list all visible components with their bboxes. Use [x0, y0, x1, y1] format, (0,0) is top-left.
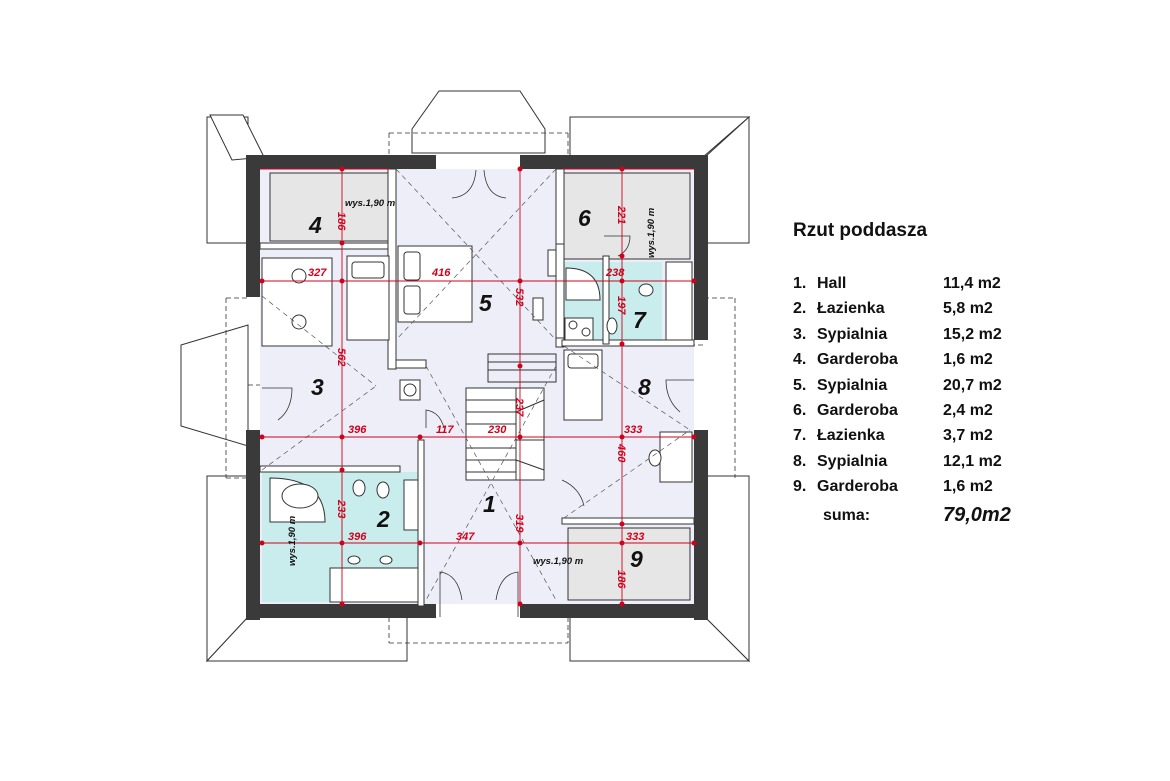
dim-186: 186	[335, 212, 347, 231]
legend-room-name: Sypialnia	[817, 325, 888, 343]
legend-number: 7.	[793, 427, 807, 445]
dim-186-b: 186	[615, 570, 627, 589]
legend-total: suma: 79,0m2	[793, 504, 1093, 530]
legend-number: 6.	[793, 401, 807, 419]
interior-walls	[259, 168, 695, 607]
dim-230: 230	[487, 424, 507, 436]
legend-room-area: 15,2 m2	[943, 325, 1002, 343]
room-number-4: 4	[308, 212, 322, 238]
legend-row: 3. Sypialnia 15,2 m2	[793, 326, 1093, 351]
legend-number: 8.	[793, 452, 807, 470]
dim-562: 562	[335, 348, 347, 366]
dimension-dots	[259, 166, 697, 607]
room-number-8: 8	[638, 374, 651, 400]
dim-333: 333	[624, 424, 642, 436]
dim-327: 327	[308, 267, 327, 279]
total-area: 79,0m2	[943, 503, 1011, 526]
dim-416: 416	[431, 267, 451, 279]
legend-room-area: 2,4 m2	[943, 401, 993, 419]
dim-233: 233	[335, 499, 347, 518]
legend-row: 2. Łazienka 5,8 m2	[793, 300, 1093, 325]
legend-room-area: 12,1 m2	[943, 452, 1002, 470]
roof-outline	[180, 90, 751, 663]
legend-room-area: 3,7 m2	[943, 427, 993, 445]
legend-room-name: Łazienka	[817, 427, 885, 445]
legend-row: 7. Łazienka 3,7 m2	[793, 427, 1093, 452]
legend-room-name: Sypialnia	[817, 376, 888, 394]
legend-room-name: Garderoba	[817, 478, 898, 496]
legend-room-area: 1,6 m2	[943, 351, 993, 369]
dim-237: 237	[513, 397, 525, 417]
dim-221: 221	[615, 205, 627, 224]
dim-396-b: 396	[348, 531, 367, 543]
legend-title: Rzut poddasza	[793, 220, 928, 241]
dim-532: 532	[513, 288, 525, 306]
diagonals	[261, 168, 691, 601]
room-number-6: 6	[578, 205, 591, 231]
exterior-walls	[246, 155, 708, 620]
legend-number: 4.	[793, 351, 807, 369]
room-number-7: 7	[633, 307, 647, 333]
dimension-labels: 327 416 238 396 117 230 333 396 347 333 …	[308, 205, 644, 589]
dim-347: 347	[456, 531, 475, 543]
legend-room-area: 1,6 m2	[943, 478, 993, 496]
furniture	[269, 245, 662, 565]
legend-number: 3.	[793, 325, 807, 343]
room-legend: Rzut poddasza 1. Hall 11,4 m2 2. Łazienk…	[793, 220, 1093, 530]
height-notes: wys.1,90 m wys.1,90 m wys.1,90 m wys.1,9…	[287, 198, 657, 567]
dim-396: 396	[348, 424, 367, 436]
height-note-6: wys.1,90 m	[646, 207, 657, 258]
legend-room-name: Łazienka	[817, 300, 885, 318]
legend-number: 2.	[793, 300, 807, 318]
dim-333-b: 333	[626, 531, 644, 543]
legend-room-name: Sypialnia	[817, 452, 888, 470]
legend-room-name: Garderoba	[817, 351, 898, 369]
dim-460: 460	[615, 443, 627, 463]
legend-room-area: 20,7 m2	[943, 376, 1002, 394]
legend-room-name: Hall	[817, 275, 847, 292]
height-note-4: wys.1,90 m	[345, 198, 396, 209]
doors	[262, 169, 694, 617]
height-note-2: wys.1,90 m	[287, 515, 298, 566]
legend-row: 9. Garderoba 1,6 m2	[793, 478, 1093, 503]
room-number-5: 5	[479, 290, 493, 316]
room-number-3: 3	[311, 374, 324, 400]
legend-number: 9.	[793, 478, 807, 496]
total-label: suma:	[823, 506, 871, 524]
dim-238: 238	[605, 267, 625, 279]
legend-row: 4. Garderoba 1,6 m2	[793, 351, 1093, 376]
legend-row: 1. Hall 11,4 m2	[793, 275, 1093, 300]
room-number-2: 2	[376, 506, 390, 532]
height-note-9: wys.1,90 m	[533, 556, 584, 567]
legend-number: 1.	[793, 275, 807, 292]
room-number-9: 9	[630, 546, 643, 572]
legend-number: 5.	[793, 376, 807, 394]
dim-117: 117	[436, 424, 454, 436]
legend-row: 5. Sypialnia 20,7 m2	[793, 377, 1093, 402]
legend-room-name: Garderoba	[817, 401, 898, 419]
legend-row: 6. Garderoba 2,4 m2	[793, 402, 1093, 427]
dim-197: 197	[615, 296, 627, 315]
room-numbers: 1 2 3 4 5 6 7 8 9	[308, 205, 651, 572]
legend-room-area: 11,4 m2	[943, 275, 1001, 292]
legend-room-area: 5,8 m2	[943, 300, 993, 318]
legend-row: 8. Sypialnia 12,1 m2	[793, 453, 1093, 478]
dim-319: 319	[513, 514, 525, 533]
room-number-1: 1	[483, 491, 496, 517]
staircase	[465, 353, 557, 481]
